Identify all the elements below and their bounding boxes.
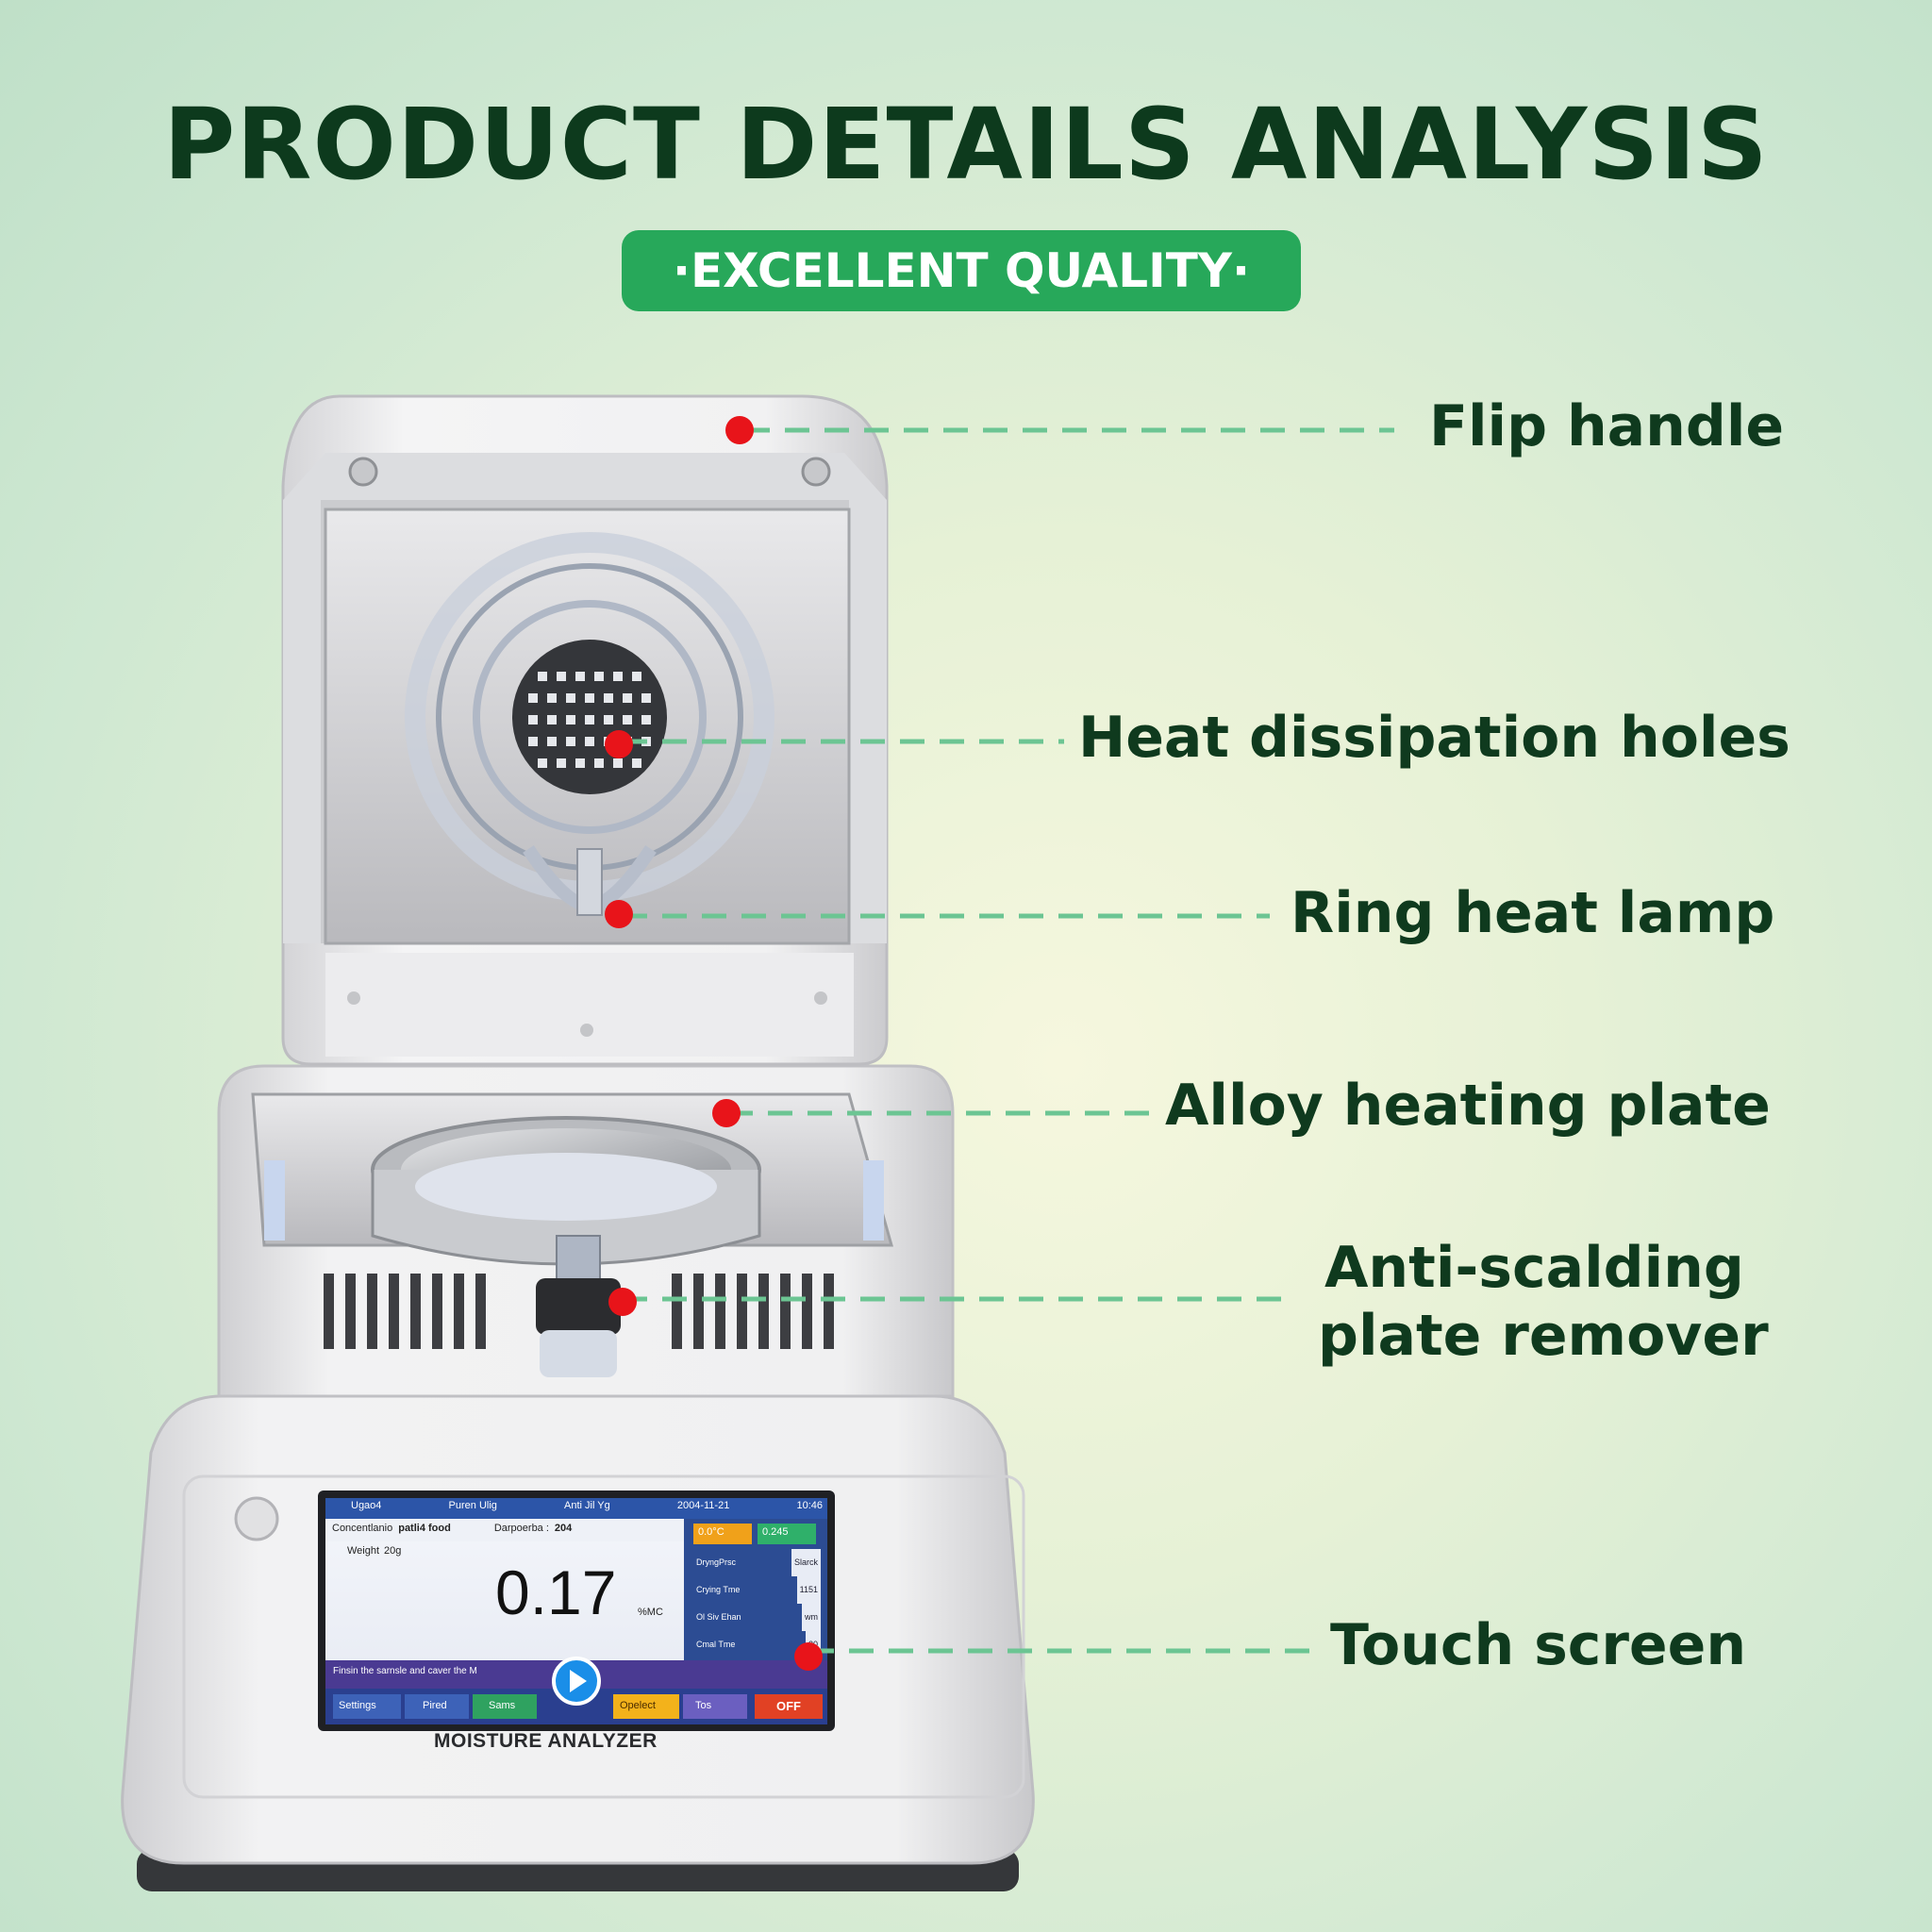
screen-mode: Puren Ulig: [448, 1500, 497, 1511]
callout-touch-screen: Touch screen: [1330, 1612, 1747, 1678]
screen-reading: 0.17: [495, 1557, 617, 1627]
callout-ring-heat-lamp: Ring heat lamp: [1291, 880, 1775, 946]
screen-time: 10:46: [796, 1500, 823, 1511]
sample-name-value: patli4 food: [398, 1523, 451, 1534]
tos-button[interactable]: Tos: [695, 1700, 712, 1711]
vent-slots: [324, 1274, 834, 1349]
off-button[interactable]: OFF: [776, 1699, 801, 1713]
sams-button[interactable]: Sams: [489, 1700, 516, 1711]
screen-message: Finsin the sarnsle and caver the M: [333, 1666, 477, 1676]
screen-row1: Concentlanio patli4 food Darpoerba : 204: [332, 1523, 681, 1534]
model-label: MOISTURE ANALYZER: [434, 1730, 658, 1752]
callout-anti-scalding-line1: Anti-scalding: [1324, 1235, 1744, 1301]
marker-dot: [605, 900, 633, 928]
marker-dot: [725, 416, 754, 444]
callout-flip-handle: Flip handle: [1429, 393, 1785, 459]
side-item: DryngPrsc: [696, 1557, 737, 1567]
marker-dot: [608, 1288, 637, 1316]
screen-profile: Ugao4: [351, 1500, 382, 1511]
side-value[interactable]: Slarck: [791, 1549, 821, 1576]
screen-button-bar: Settings Pired Sams Opelect Tos OFF: [333, 1698, 824, 1719]
marker-dot: [605, 730, 633, 758]
page-title: PRODUCT DETAILS ANALYSIS: [163, 87, 1769, 202]
side-item: Ol Siv Ehan: [696, 1612, 741, 1622]
screen-top-bar: Ugao4 Puren Ulig Anti Jil Yg 2004-11-21 …: [351, 1500, 823, 1519]
opelect-button[interactable]: Opelect: [620, 1700, 656, 1711]
screen-chip-value: 0.245: [762, 1526, 789, 1538]
callout-anti-scalding-line2: plate remover: [1318, 1303, 1769, 1369]
screen-reading-unit: %MC: [638, 1607, 663, 1618]
marker-dot: [794, 1642, 823, 1671]
settings-button[interactable]: Settings: [339, 1700, 376, 1711]
weight-value: 20g: [384, 1545, 402, 1557]
side-item: Cmal Tme: [696, 1640, 736, 1649]
pired-button[interactable]: Pired: [423, 1700, 447, 1711]
callout-alloy-heating-plate: Alloy heating plate: [1165, 1073, 1771, 1139]
screen-chip-temp: 0.0°C: [698, 1526, 724, 1538]
screen-weight: Weight 20g: [347, 1545, 401, 1557]
quality-badge: ·EXCELLENT QUALITY·: [622, 230, 1301, 311]
weight-label: Weight: [347, 1545, 380, 1557]
sample-name-label: Concentlanio: [332, 1523, 393, 1534]
sample-id-label: Darpoerba :: [493, 1523, 549, 1534]
side-item: Crying Tme: [696, 1585, 741, 1594]
plate-remover: [536, 1278, 621, 1335]
marker-dot: [712, 1099, 741, 1127]
callout-heat-dissipation-holes: Heat dissipation holes: [1078, 705, 1790, 771]
screen-date: 2004-11-21: [676, 1500, 730, 1511]
screen-method: Anti Jil Yg: [564, 1500, 610, 1511]
sample-id-value: 204: [554, 1523, 573, 1534]
side-value[interactable]: 1151: [796, 1576, 821, 1604]
level-bubble: [234, 1496, 279, 1541]
side-value[interactable]: wm: [802, 1604, 821, 1631]
